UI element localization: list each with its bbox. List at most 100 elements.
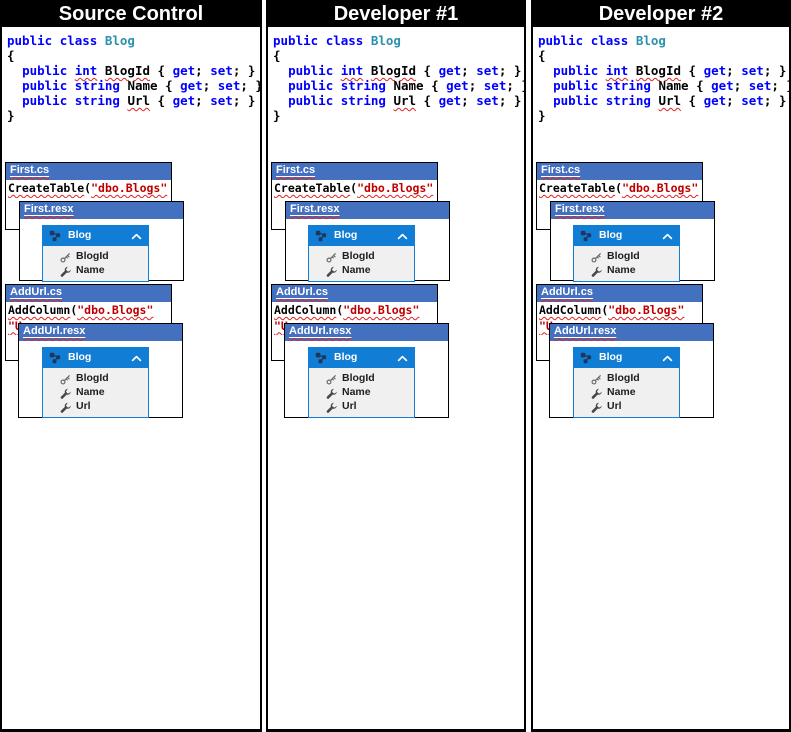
field-label: BlogId: [342, 372, 375, 385]
window-first-cs-titlebar[interactable]: First.cs: [537, 163, 702, 180]
code-token: (: [350, 181, 358, 195]
window-addurl-resx-titlebar[interactable]: AddUrl.resx: [285, 324, 448, 341]
entity-field-row: BlogId: [591, 372, 677, 386]
wrench-icon: [326, 388, 337, 399]
window-addurl-cs-body: AddColumn("dbo.Blogs""U: [537, 302, 702, 335]
entity-name: Blog: [68, 229, 92, 242]
key-icon: [326, 252, 337, 263]
window-addurl-cs-titlebar[interactable]: AddUrl.cs: [272, 285, 437, 302]
code-token: get: [711, 78, 734, 93]
code-token: ; }: [763, 93, 787, 108]
entity-icon: [580, 352, 592, 364]
code-token: Url: [658, 93, 682, 108]
chevron-up-icon[interactable]: [131, 355, 142, 362]
code-token: {: [416, 93, 439, 108]
code-token: ;: [202, 78, 218, 93]
code-line: public int BlogId { get; set; }: [7, 63, 260, 78]
code-token: string: [605, 78, 651, 93]
code-line: public string Url { get; set; }: [7, 93, 260, 108]
window-addurl-cs-titlebar[interactable]: AddUrl.cs: [537, 285, 702, 302]
window-first-cs-titlebar[interactable]: First.cs: [272, 163, 437, 180]
code-token: {: [7, 48, 15, 63]
code-token: Blog: [635, 33, 666, 48]
wrench-icon: [60, 266, 71, 277]
code-token: {: [681, 93, 704, 108]
code-token: {: [681, 63, 704, 78]
entity-field-row: Name: [60, 386, 146, 400]
code-token: string: [340, 93, 386, 108]
code-token: {: [273, 48, 281, 63]
code-token: }: [273, 108, 281, 123]
window-addurl-cs-titlebar[interactable]: AddUrl.cs: [6, 285, 171, 302]
code-line: public string Name { get; set; }: [7, 78, 260, 93]
window-title-text: First.resx: [24, 203, 74, 215]
column-title: Developer #2: [533, 2, 789, 27]
window-title-text: First.cs: [10, 164, 50, 176]
code-token: public: [288, 63, 334, 78]
code-token: AddColumn: [274, 303, 337, 317]
code-line: }: [273, 108, 524, 123]
code-line: public class Blog: [273, 33, 524, 48]
window-first-resx-titlebar[interactable]: First.resx: [286, 202, 449, 219]
code-token: public: [22, 63, 68, 78]
column-title: Source Control: [2, 2, 260, 27]
code-token: [273, 93, 288, 108]
entity-field-row: BlogId: [326, 250, 412, 264]
window-title-text: AddUrl.resx: [289, 325, 352, 337]
entity-icon: [315, 352, 327, 364]
code-token: [67, 63, 75, 78]
code-token: {: [423, 78, 447, 93]
code-line: public string Name { get; set; }: [273, 78, 524, 93]
chevron-up-icon[interactable]: [397, 233, 408, 240]
entity-field-row: Name: [60, 264, 146, 278]
window-title: First.cs: [10, 164, 49, 176]
entity-field-row: BlogId: [60, 250, 146, 264]
entity-name: Blog: [68, 351, 92, 364]
entity-widget-header: Blog: [574, 348, 679, 368]
code-token: ;: [733, 78, 749, 93]
code-token: [52, 33, 60, 48]
chevron-up-icon[interactable]: [397, 355, 408, 362]
window-title: First.resx: [290, 203, 340, 215]
code-token: [363, 33, 371, 48]
code-token: (: [615, 181, 623, 195]
window-first-cs-body: CreateTable("dbo.Blogs": [272, 180, 437, 198]
wrench-icon: [591, 388, 602, 399]
code-line: public string Name { get; set; }: [538, 78, 789, 93]
window-first-cs-body: CreateTable("dbo.Blogs": [537, 180, 702, 198]
column-title: Developer #1: [268, 2, 524, 27]
window-first-resx-titlebar[interactable]: First.resx: [551, 202, 714, 219]
code-token: set: [748, 78, 772, 93]
chevron-up-icon[interactable]: [662, 233, 673, 240]
code-token: "dbo.Blogs": [343, 303, 420, 317]
field-label: BlogId: [342, 250, 375, 263]
code-token: get: [180, 78, 203, 93]
code-token: ; }: [771, 78, 789, 93]
chevron-up-icon[interactable]: [662, 355, 673, 362]
window-first-resx-titlebar[interactable]: First.resx: [20, 202, 183, 219]
chevron-up-icon[interactable]: [131, 233, 142, 240]
window-addurl-resx-titlebar[interactable]: AddUrl.resx: [550, 324, 713, 341]
entity-field-row: Name: [326, 386, 412, 400]
code-token: [273, 63, 288, 78]
code-token: ;: [468, 78, 484, 93]
code-line: public string Url { get; set; }: [273, 93, 524, 108]
entity-widget-header: Blog: [309, 226, 414, 246]
code-token: get: [446, 78, 469, 93]
code-token: ;: [195, 63, 211, 78]
field-label: Url: [76, 400, 91, 413]
window-first-cs-titlebar[interactable]: First.cs: [6, 163, 171, 180]
entity-name: Blog: [599, 229, 623, 242]
code-token: string: [605, 93, 651, 108]
class-code-snippet: public class Blog{ public int BlogId { g…: [538, 33, 789, 123]
window-title-text: First.cs: [541, 164, 581, 176]
window-addurl-resx-titlebar[interactable]: AddUrl.resx: [19, 324, 182, 341]
code-token: get: [703, 93, 727, 108]
code-token: set: [741, 93, 764, 108]
